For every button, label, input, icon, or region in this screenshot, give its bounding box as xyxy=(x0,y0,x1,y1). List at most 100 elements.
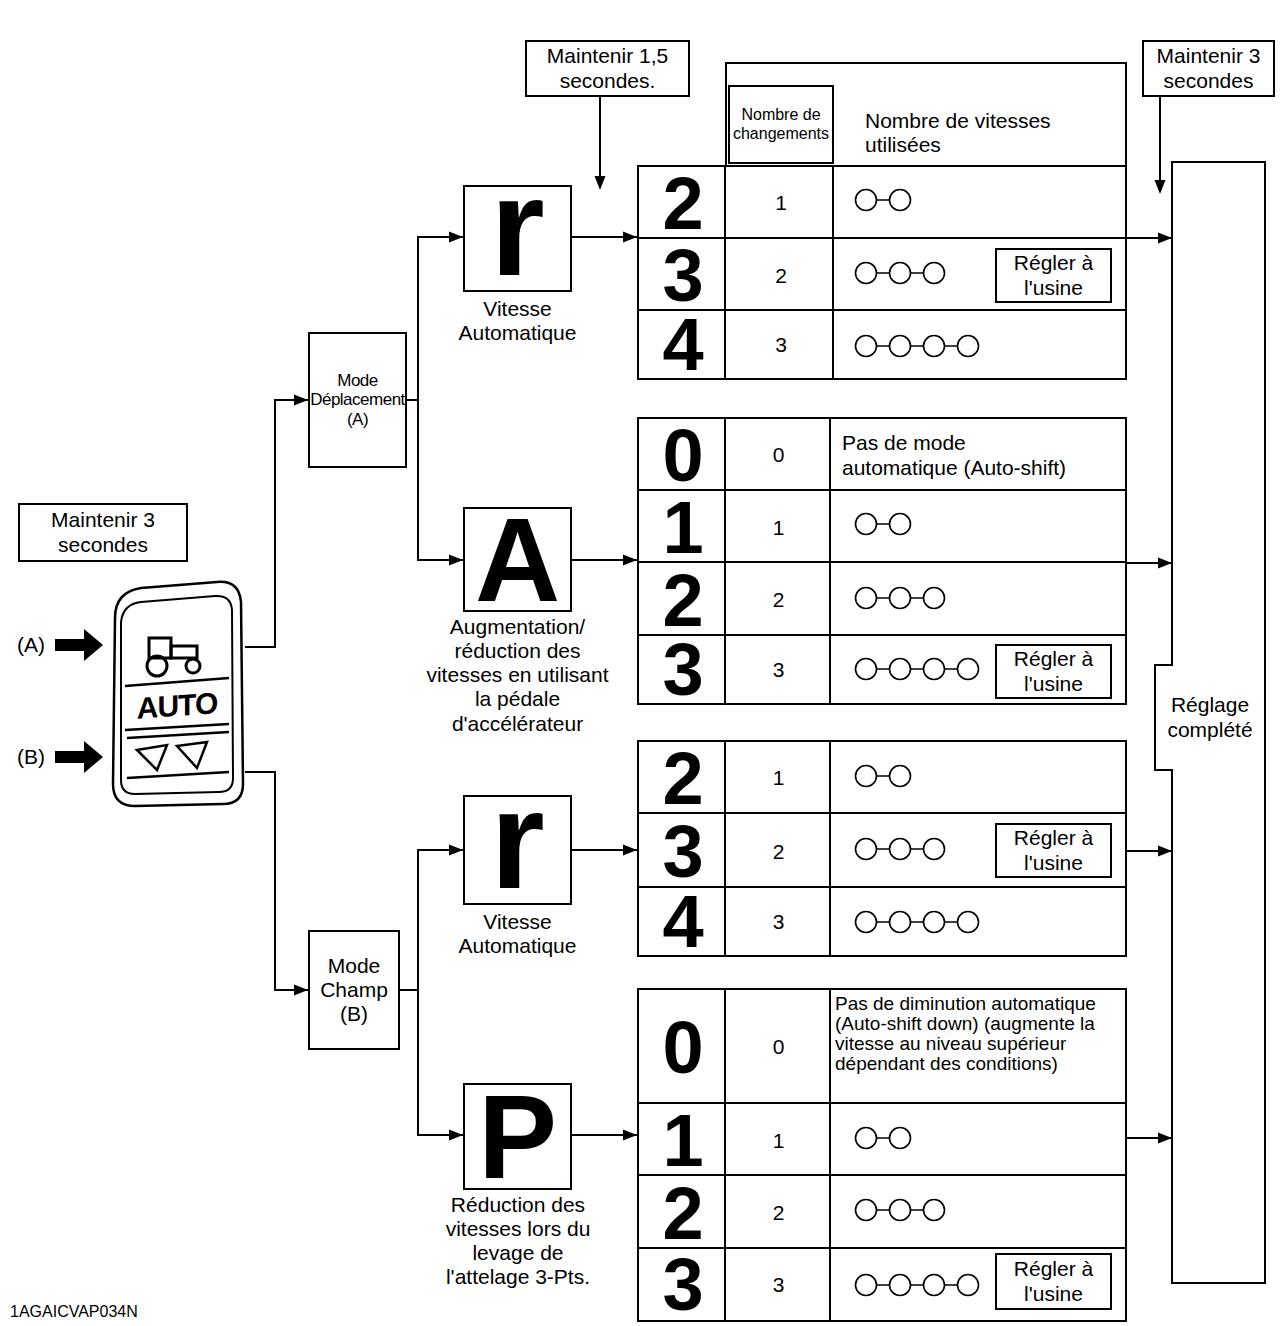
factory-setting-box: Régler à l'usine xyxy=(995,248,1112,303)
switch-label: AUTO xyxy=(127,681,227,732)
connector-line xyxy=(1127,850,1172,852)
arrow-head xyxy=(1158,1133,1172,1144)
arrow-head xyxy=(449,555,463,566)
box-text: Régler à l'usine xyxy=(997,1255,1110,1308)
header-text: Nombre de changements xyxy=(729,86,833,163)
arrow-head xyxy=(1158,233,1172,244)
factory-setting-box: Régler à l'usine xyxy=(995,823,1112,878)
table-note: Pas de diminution automatique (Auto-shif… xyxy=(835,994,1120,1102)
row-digit: 0 xyxy=(639,990,727,1105)
row-digit: 2 xyxy=(639,167,727,240)
connector-line xyxy=(572,1134,637,1136)
arrow-head xyxy=(449,232,463,243)
change-count: 1 xyxy=(727,492,830,564)
connector-line xyxy=(245,400,308,647)
connector-arrow xyxy=(245,395,308,648)
caption: Vitesse Automatique xyxy=(443,910,592,962)
connector-arrow xyxy=(407,232,463,401)
connector-arrow xyxy=(245,772,308,996)
change-count: 2 xyxy=(727,240,835,312)
arrow-head xyxy=(623,232,637,243)
box-text: Maintenir 1,5 secondes. xyxy=(527,42,688,95)
note-box: Maintenir 3 secondes xyxy=(1142,40,1275,97)
row-digit: 1 xyxy=(639,1105,727,1177)
input-label: (A) xyxy=(8,630,54,660)
factory-setting-box: Régler à l'usine xyxy=(995,1253,1112,1310)
connector-arrow xyxy=(400,845,463,991)
arrow-head xyxy=(623,555,637,566)
table-header: Nombre de changements Nombre de vitesses … xyxy=(725,62,1127,165)
arrow-head xyxy=(623,845,637,856)
change-count: 2 xyxy=(727,815,830,889)
box-text: Régler à l'usine xyxy=(997,250,1110,301)
mode-letter-box: AAugmentation/ réduction des vitesses en… xyxy=(463,507,572,612)
settings-table: 00Pas de diminution automatique (Auto-sh… xyxy=(637,988,1127,1322)
connector-line xyxy=(1127,1137,1172,1139)
row-digit: 2 xyxy=(639,742,727,815)
connector-arrow xyxy=(1127,846,1172,857)
mode-letter-box: rVitesse Automatique xyxy=(463,185,572,292)
mode-letter: r xyxy=(465,787,570,893)
box-text: Mode Champ (B) xyxy=(310,932,398,1048)
change-count: 1 xyxy=(727,167,835,240)
arrow-head xyxy=(1158,846,1172,857)
settings-table: 00Pas de mode automatique (Auto-shift)11… xyxy=(637,417,1127,705)
row-digit: 0 xyxy=(639,419,727,492)
connector-line xyxy=(400,990,463,1135)
connector-line xyxy=(1127,237,1172,239)
box-text: Maintenir 3 secondes xyxy=(20,505,186,560)
mode-letter: r xyxy=(465,175,570,278)
mode-box: Mode Champ (B) xyxy=(308,930,400,1050)
connector-arrow xyxy=(407,400,463,566)
change-count: 1 xyxy=(727,1105,830,1177)
change-count: 0 xyxy=(727,990,830,1105)
change-count: 3 xyxy=(727,637,830,703)
box-text: Régler à l'usine xyxy=(997,646,1110,697)
connector-arrow xyxy=(1127,558,1172,569)
arrow-head xyxy=(449,1130,463,1141)
mode-letter: P xyxy=(465,1085,570,1188)
caption: Vitesse Automatique xyxy=(443,297,592,349)
change-count: 2 xyxy=(727,1177,830,1250)
change-count: 1 xyxy=(727,742,830,815)
factory-setting-box: Régler à l'usine xyxy=(995,644,1112,699)
connector-arrow xyxy=(572,555,637,566)
caption: Réduction des vitesses lors du levage de… xyxy=(433,1193,603,1303)
connector-line xyxy=(572,849,637,851)
connector-line xyxy=(572,236,637,238)
push-arrows xyxy=(55,629,103,773)
header-text: Nombre de vitesses utilisées xyxy=(865,104,1120,162)
row-digit: 3 xyxy=(639,815,727,889)
row-digit: 3 xyxy=(639,637,727,703)
connector-line xyxy=(400,850,463,990)
row-digit: 3 xyxy=(639,1250,727,1320)
box-text: Mode Déplacement (A) xyxy=(310,334,405,466)
table-grid xyxy=(637,86,1127,1322)
connector-line xyxy=(1127,562,1172,564)
connector-arrow xyxy=(572,232,637,243)
row-digit: 2 xyxy=(639,1177,727,1250)
arrow-head xyxy=(449,845,463,856)
change-count: 2 xyxy=(727,564,830,637)
row-digit: 1 xyxy=(639,492,727,564)
row-digit: 2 xyxy=(639,564,727,637)
box-text: Régler à l'usine xyxy=(997,825,1110,876)
settings-table: 213243Régler à l'usine xyxy=(637,165,1127,380)
connector-line xyxy=(407,400,463,560)
table-note: Pas de mode automatique (Auto-shift) xyxy=(842,419,1077,492)
settings-table: 213243Régler à l'usine xyxy=(637,740,1127,957)
change-count: 3 xyxy=(727,1250,830,1320)
box-text: Réglage complété xyxy=(1155,665,1265,770)
note-box: Maintenir 1,5 secondes. xyxy=(525,40,690,97)
arrow-head xyxy=(294,395,308,406)
connector-line xyxy=(572,559,637,561)
change-count: 0 xyxy=(727,419,830,492)
mode-letter: A xyxy=(465,509,570,610)
row-digit: 4 xyxy=(639,312,727,378)
row-digit: 4 xyxy=(639,889,727,955)
connector-arrow xyxy=(400,990,463,1141)
row-digit: 3 xyxy=(639,240,727,312)
arrow-head xyxy=(294,985,308,996)
